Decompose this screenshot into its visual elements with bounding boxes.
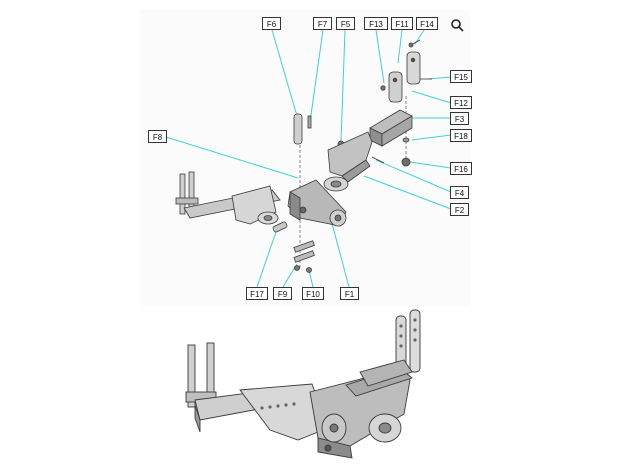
label-f14: F14: [416, 17, 438, 30]
label-f1: F1: [340, 287, 359, 300]
f3-tube: [369, 109, 413, 147]
f9-f10-clamp-plates: [293, 240, 315, 273]
label-f18: F18: [450, 129, 472, 142]
label-f6: F6: [262, 17, 281, 30]
f14-bolt: [408, 39, 421, 48]
leader-lines: [165, 29, 452, 288]
f7-pin: [307, 115, 312, 129]
label-f4: F4: [450, 186, 469, 199]
label-f9: F9: [273, 287, 292, 300]
label-f16: F16: [450, 162, 472, 175]
label-f11: F11: [391, 17, 413, 30]
f13-bolt: [380, 85, 386, 91]
label-f15: F15: [450, 70, 472, 83]
f4-bolt: [371, 156, 385, 164]
f16-nut: [401, 157, 411, 167]
label-f17: F17: [246, 287, 268, 300]
f6-pin: [293, 113, 303, 145]
f17-pin: [272, 221, 288, 233]
label-f7: F7: [313, 17, 332, 30]
f18-washer: [402, 137, 410, 143]
label-f13: F13: [364, 17, 388, 30]
f11-upright-plates: [388, 51, 421, 103]
label-f8: F8: [148, 130, 167, 143]
label-f5: F5: [336, 17, 355, 30]
label-f2: F2: [450, 203, 469, 216]
label-f12: F12: [450, 96, 472, 109]
assembled-view: [185, 309, 421, 459]
f2-swing-arm: [323, 131, 373, 192]
f1-main-bracket: [287, 179, 347, 227]
label-f10: F10: [302, 287, 324, 300]
f8-frame-bracket: [175, 171, 281, 225]
magnifier-icon[interactable]: [451, 19, 464, 32]
label-f3: F3: [450, 112, 469, 125]
